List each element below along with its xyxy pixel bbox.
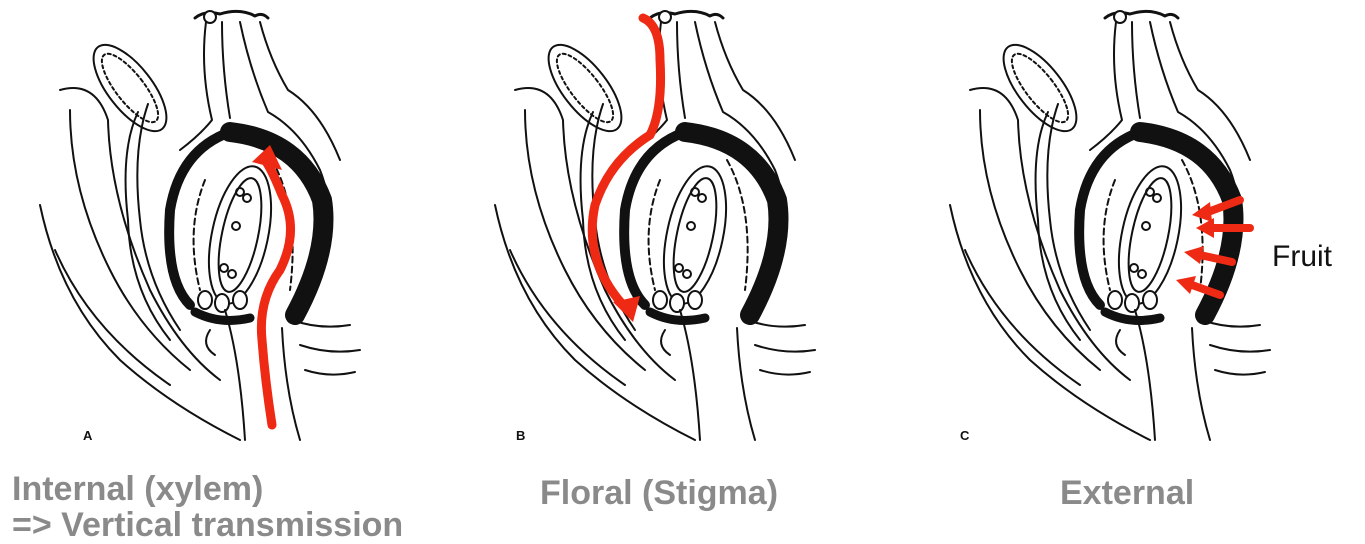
panel-letter-a: A: [83, 428, 93, 443]
panel-letter-c: C: [960, 428, 970, 443]
flower-panel-a: [40, 11, 360, 440]
flower-panel-b: [495, 11, 815, 440]
panel-letter-b: B: [516, 428, 525, 443]
flower-panel-c: [950, 11, 1270, 440]
caption-b: Floral (Stigma): [540, 474, 778, 512]
fruit-label: Fruit: [1272, 240, 1332, 274]
caption-a-line-2: => Vertical transmission: [12, 506, 403, 544]
caption-c: External: [1060, 474, 1194, 512]
caption-a-line-1: Internal (xylem): [12, 470, 263, 508]
